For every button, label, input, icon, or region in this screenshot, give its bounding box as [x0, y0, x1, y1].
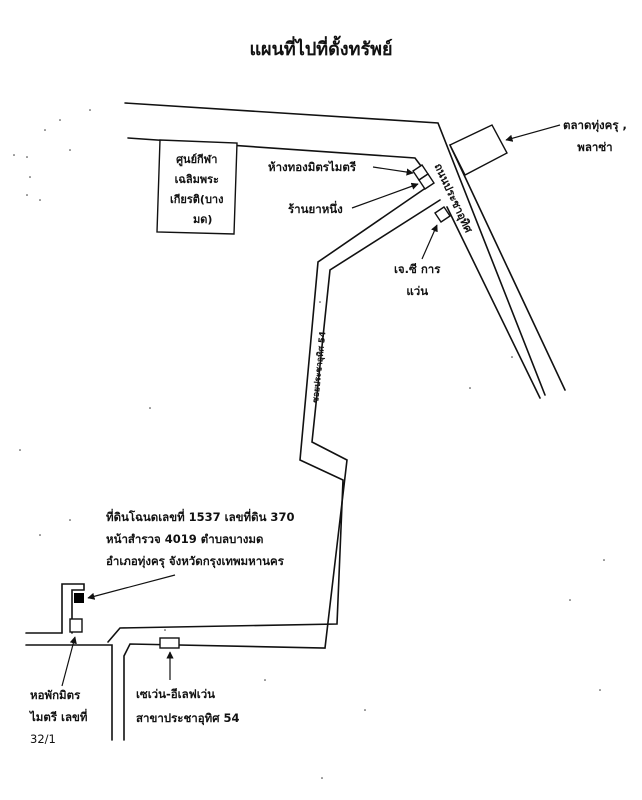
sports-center-line: ศูนย์กีฬา — [176, 153, 218, 166]
main-road-right-edge — [449, 144, 566, 391]
gold-shop-arrow — [372, 166, 414, 176]
map-title: แผนที่ไปที่ดั้งทรัพย์ — [249, 39, 393, 60]
property-line: อำเภอทุ่งครุ จังหวัดกรุงเทพมหานคร — [106, 554, 284, 568]
pharmacy-building — [418, 173, 435, 190]
pharmacy-label: ร้านยาหนึ่ง — [288, 202, 343, 216]
market-label: ตลาดทุ่งครุ , พลาซ่า — [563, 114, 627, 158]
optical-arrow — [421, 224, 438, 260]
seven-eleven-line: สาขาประชาอุทิศ 54 — [136, 711, 240, 725]
dormitory-building — [69, 618, 83, 633]
sports-center-line: มด) — [193, 213, 213, 226]
dormitory-label: หอพักมิตร ไมตรี เลขที่ 32/1 — [30, 684, 87, 750]
property-description: ที่ดินโฉนดเลขที่ 1537 เลขที่ดิน 370 หน้า… — [106, 506, 294, 572]
sports-center-line: เฉลิมพระ — [174, 173, 219, 186]
optical-line: แว่น — [406, 284, 429, 298]
soi-west-edge — [107, 184, 431, 643]
dorm-lane — [61, 583, 85, 634]
market-arrow — [505, 124, 561, 142]
gold-shop-label: ห้างทองมิตรไมตรี — [268, 160, 356, 174]
property-marker — [74, 593, 84, 603]
market-line: ตลาดทุ่งครุ , — [563, 118, 627, 132]
seven-eleven-building — [159, 637, 180, 649]
optical-line: เจ.ซี การ — [394, 262, 441, 276]
sports-center-line: เกียรติ(บาง — [170, 193, 224, 206]
dormitory-line: 32/1 — [30, 732, 56, 746]
seven-eleven-label: เซเว่น-อีเลฟเว่น สาขาประชาอุทิศ 54 — [136, 682, 240, 730]
soi-east-edge — [123, 199, 441, 741]
seven-eleven-line: เซเว่น-อีเลฟเว่น — [136, 687, 216, 701]
market-building — [449, 124, 508, 176]
dormitory-line: หอพักมิตร — [30, 688, 81, 702]
pharmacy-arrow — [351, 182, 419, 209]
dormitory-arrow — [61, 636, 77, 687]
dormitory-line: ไมตรี เลขที่ — [30, 710, 88, 724]
property-arrow — [87, 574, 176, 600]
property-line: ที่ดินโฉนดเลขที่ 1537 เลขที่ดิน 370 — [106, 510, 295, 524]
optical-shop-building — [434, 206, 451, 223]
optical-label: เจ.ซี การ แว่น — [394, 258, 440, 302]
property-line: หน้าสำรวจ 4019 ตำบลบางมด — [106, 532, 264, 546]
sports-center-label: ศูนย์กีฬา เฉลิมพระ เกียรติ(บาง มด) — [170, 150, 223, 230]
market-line: พลาซ่า — [577, 140, 613, 154]
main-road-left-edge — [446, 206, 541, 399]
bottom-road-lower — [25, 644, 113, 741]
sports-center-building — [156, 139, 238, 235]
top-road-upper-edge — [124, 102, 546, 396]
